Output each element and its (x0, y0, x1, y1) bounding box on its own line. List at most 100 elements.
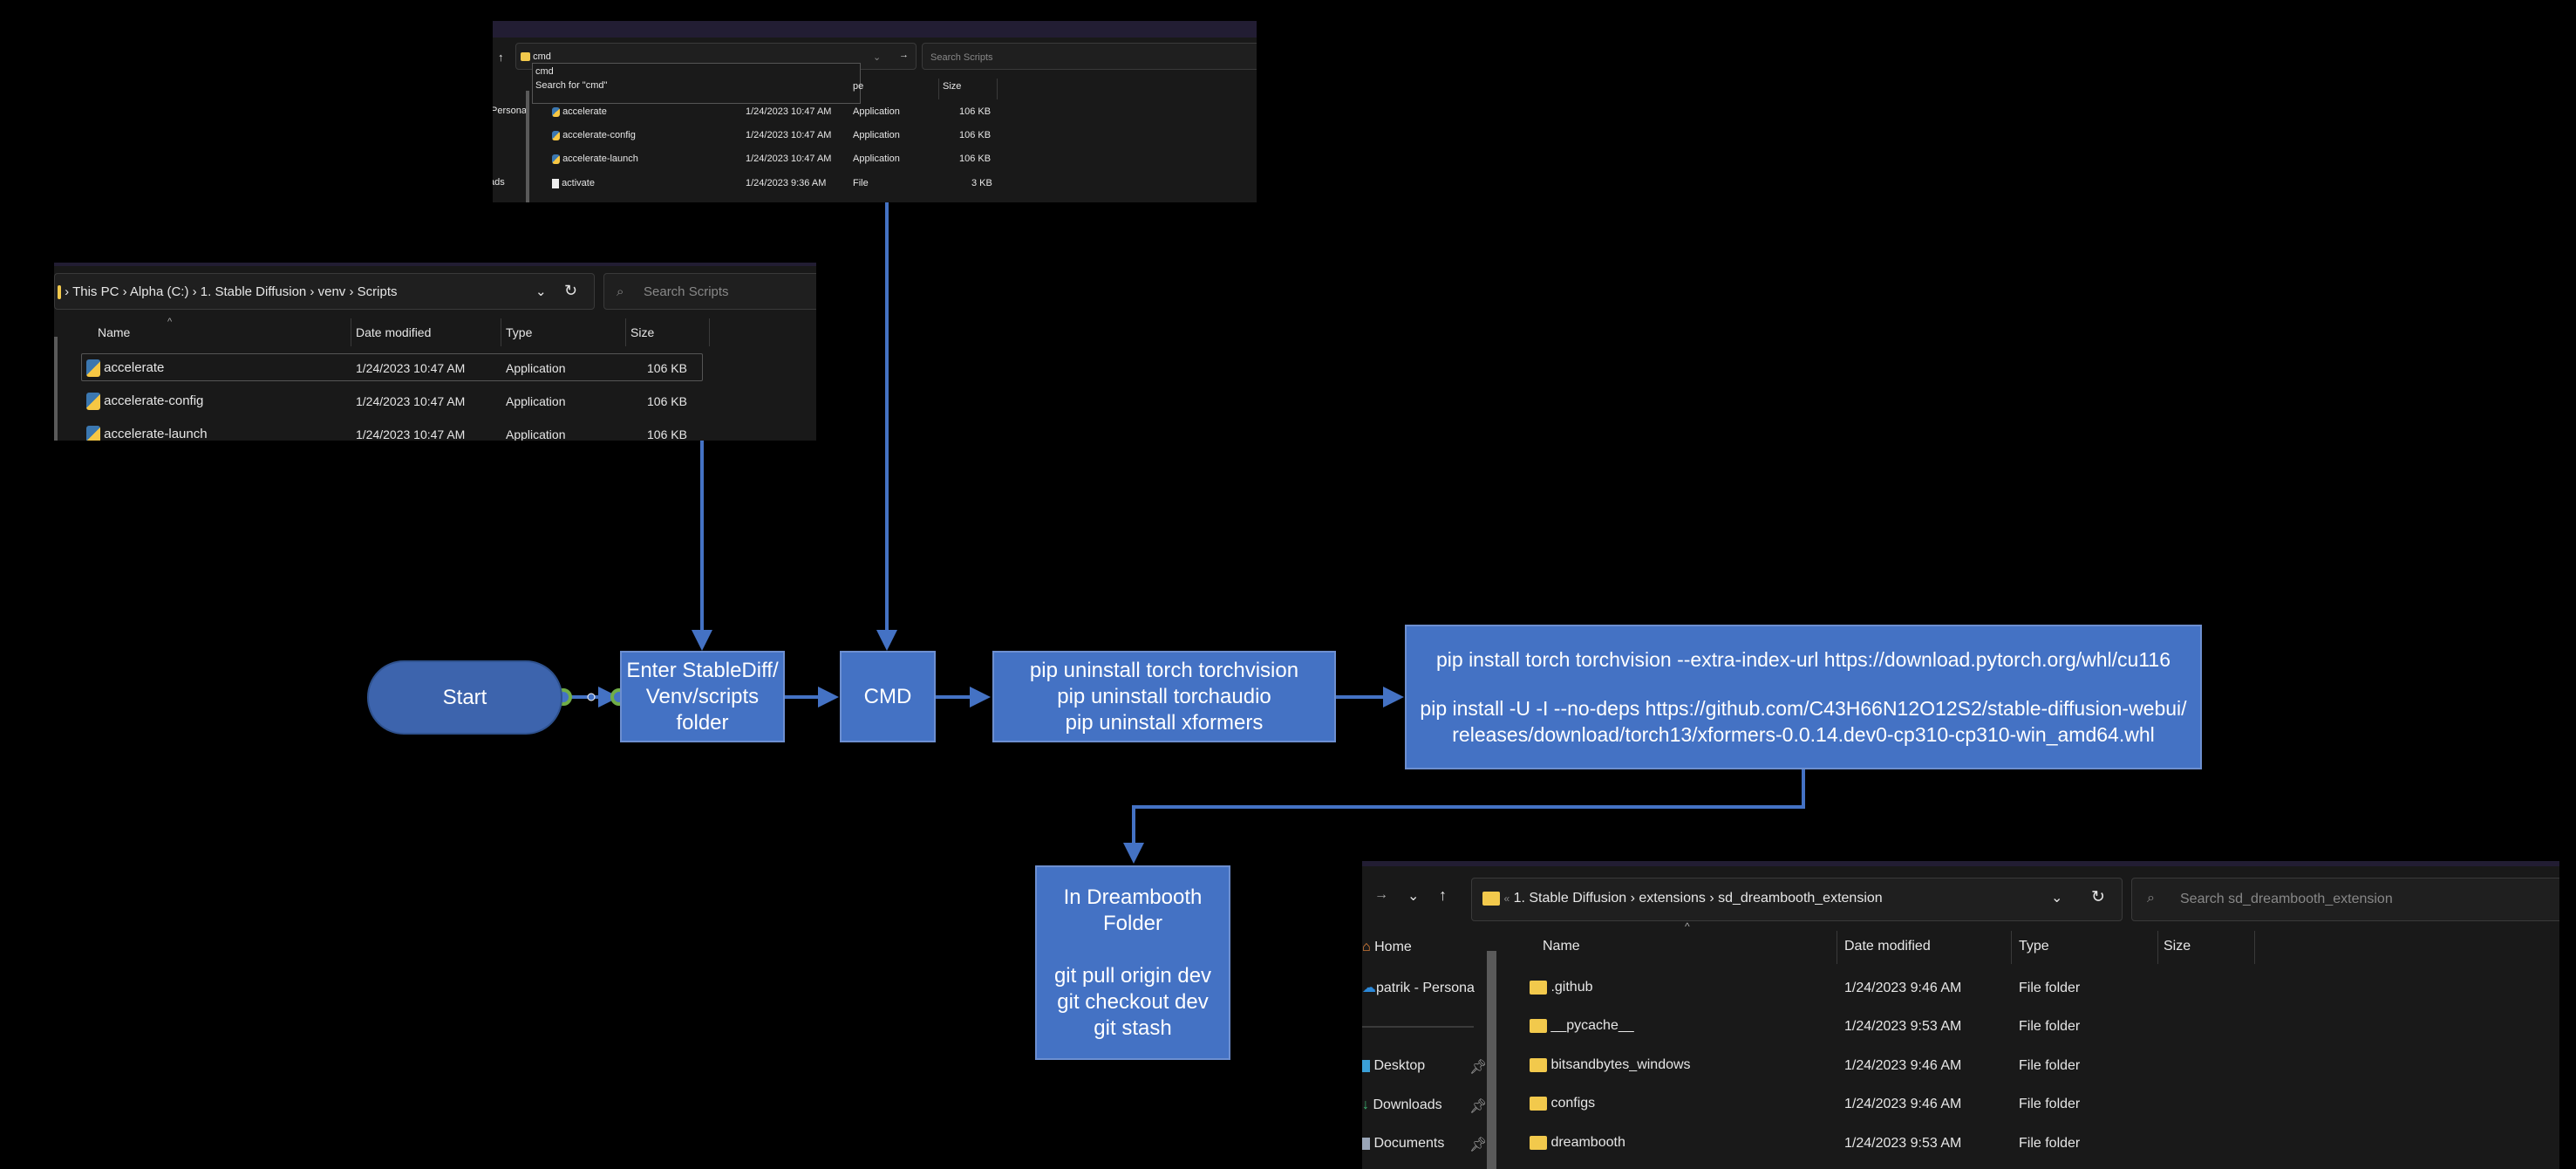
desktop-icon (1362, 1059, 1370, 1072)
scrollbar[interactable] (1487, 951, 1496, 1169)
size-cell: 106 KB (647, 394, 687, 408)
scrollbar[interactable] (526, 91, 529, 202)
type-cell: File folder (2019, 1097, 2081, 1111)
search-input[interactable]: Search sd_dreambooth_extension (2180, 892, 2393, 906)
step-text: In Dreambooth (1063, 885, 1203, 909)
col-date[interactable]: Date modified (356, 325, 432, 339)
refresh-icon[interactable]: ↻ (564, 282, 578, 299)
step-text: pip install -U -I --no-deps https://gith… (1420, 697, 2187, 720)
sidebar-item-home[interactable]: ⌂ Home (1362, 940, 1412, 954)
col-type[interactable]: Type (506, 325, 533, 339)
search-input[interactable]: Search Scripts (644, 284, 729, 299)
size-cell: 106 KB (959, 130, 992, 140)
selected-row-outline (81, 353, 703, 381)
type-cell: File folder (2019, 1058, 2081, 1073)
step-text: git pull origin dev (1053, 963, 1212, 988)
table-row[interactable]: accelerate (86, 359, 164, 377)
pin-icon[interactable]: 📌︎ (1469, 1099, 1488, 1114)
pin-icon[interactable]: 📌︎ (1469, 1138, 1488, 1152)
up-icon[interactable]: ↑ (1439, 886, 1447, 904)
breadcrumb-item[interactable]: extensions (1639, 891, 1706, 906)
sidebar-item-documents[interactable]: Documents (1362, 1136, 1444, 1152)
breadcrumb-item[interactable]: Scripts (357, 284, 398, 299)
search-box[interactable] (603, 273, 816, 310)
chevron-down-icon[interactable]: ⌄ (2051, 891, 2063, 906)
step-text: Folder (1102, 911, 1163, 935)
top-explorer-window: ↑ cmd ⌄ → Search Scripts cmd Search for … (493, 21, 1257, 202)
col-size[interactable]: Size (2164, 939, 2191, 954)
sidebar-item[interactable]: ads (493, 177, 505, 188)
folder-icon (58, 285, 61, 300)
table-row[interactable]: accelerate-launch (552, 154, 638, 164)
suggestion-item[interactable]: Search for "cmd" (535, 80, 608, 91)
search-box[interactable] (2131, 878, 2559, 921)
col-date[interactable]: Date modified (1844, 939, 1931, 954)
table-row[interactable]: .github (1530, 980, 1593, 995)
recent-dropdown-icon[interactable]: ⌄ (1407, 889, 1420, 904)
step-text: pip install torch torchvision --extra-in… (1435, 648, 2171, 671)
folder-icon (1530, 1096, 1547, 1111)
date-cell: 1/24/2023 10:47 AM (356, 394, 466, 408)
sidebar-item[interactable]: Persona (493, 106, 527, 116)
forward-icon[interactable]: → (1374, 887, 1388, 902)
sort-caret-icon: ^ (167, 317, 173, 327)
table-row[interactable]: accelerate-config (86, 393, 203, 410)
file-icon (552, 178, 559, 188)
col-name[interactable]: Name (98, 325, 131, 339)
dropdown-icon[interactable]: ⌄ (873, 52, 882, 63)
up-icon[interactable]: ↑ (498, 51, 504, 64)
search-box[interactable] (922, 43, 1257, 70)
type-cell: File (853, 178, 869, 188)
breadcrumb-item[interactable]: This PC (72, 284, 119, 299)
col-size[interactable]: Size (630, 325, 655, 339)
breadcrumb: « 1. Stable Diffusion › extensions › sd_… (1482, 891, 1883, 906)
step-text: git stash (1094, 1015, 1172, 1040)
go-arrow-icon[interactable]: → (899, 50, 909, 60)
pin-icon[interactable]: 📌︎ (1469, 1060, 1488, 1075)
left-explorer-window: › This PC › Alpha (C:) › 1. Stable Diffu… (54, 263, 816, 441)
col-size[interactable]: Size (943, 81, 962, 92)
table-row[interactable]: dreambooth (1530, 1135, 1625, 1151)
step-text: git checkout dev (1057, 989, 1209, 1014)
address-bar[interactable] (54, 273, 595, 310)
sidebar-item-desktop[interactable]: Desktop (1362, 1058, 1425, 1074)
address-input[interactable]: cmd (521, 51, 551, 62)
table-row[interactable]: accelerate (552, 106, 607, 117)
size-cell: 3 KB (971, 178, 992, 188)
col-type[interactable]: pe (853, 81, 864, 92)
table-row[interactable]: activate (552, 178, 595, 188)
sidebar-item-downloads[interactable]: ↓ Downloads (1362, 1097, 1442, 1112)
col-type[interactable]: Type (2019, 939, 2049, 954)
breadcrumb-item[interactable]: 1. Stable Diffusion (1513, 891, 1627, 906)
chevron-down-icon[interactable]: ⌄ (535, 284, 547, 299)
python-icon (86, 393, 100, 410)
sidebar-item-onedrive[interactable]: ☁patrik - Persona (1362, 981, 1475, 995)
title-bar (54, 263, 816, 266)
size-cell: 106 KB (647, 361, 687, 375)
table-row[interactable]: bitsandbytes_windows (1530, 1057, 1691, 1073)
table-row[interactable]: accelerate-launch (86, 426, 208, 441)
breadcrumb-item[interactable]: 1. Stable Diffusion (200, 284, 307, 299)
breadcrumb-item[interactable]: Alpha (C:) (129, 284, 189, 299)
cloud-icon: ☁ (1362, 981, 1376, 995)
scrollbar[interactable] (54, 337, 58, 441)
step-text: folder (676, 710, 729, 735)
folder-icon (1530, 1018, 1547, 1033)
table-row[interactable]: __pycache__ (1530, 1018, 1634, 1034)
table-row[interactable]: configs (1530, 1096, 1595, 1111)
sidebar-divider (1362, 1026, 1474, 1028)
step-text: pip uninstall torchaudio (1057, 684, 1271, 708)
table-row[interactable]: accelerate-config (552, 130, 636, 140)
breadcrumb-item[interactable]: sd_dreambooth_extension (1718, 891, 1883, 906)
col-name[interactable]: Name (1543, 939, 1580, 954)
folder-icon (1530, 1057, 1547, 1072)
search-input[interactable]: Search Scripts (930, 52, 993, 63)
breadcrumb-item[interactable]: venv (317, 284, 346, 299)
search-icon: ⌕ (617, 284, 624, 299)
refresh-icon[interactable]: ↻ (2091, 888, 2105, 906)
date-cell: 1/24/2023 9:53 AM (1844, 1019, 1962, 1034)
suggestion-item[interactable]: cmd (535, 66, 554, 77)
address-bar[interactable] (1471, 878, 2123, 921)
date-cell: 1/24/2023 10:47 AM (746, 154, 832, 164)
type-cell: Application (506, 361, 566, 375)
